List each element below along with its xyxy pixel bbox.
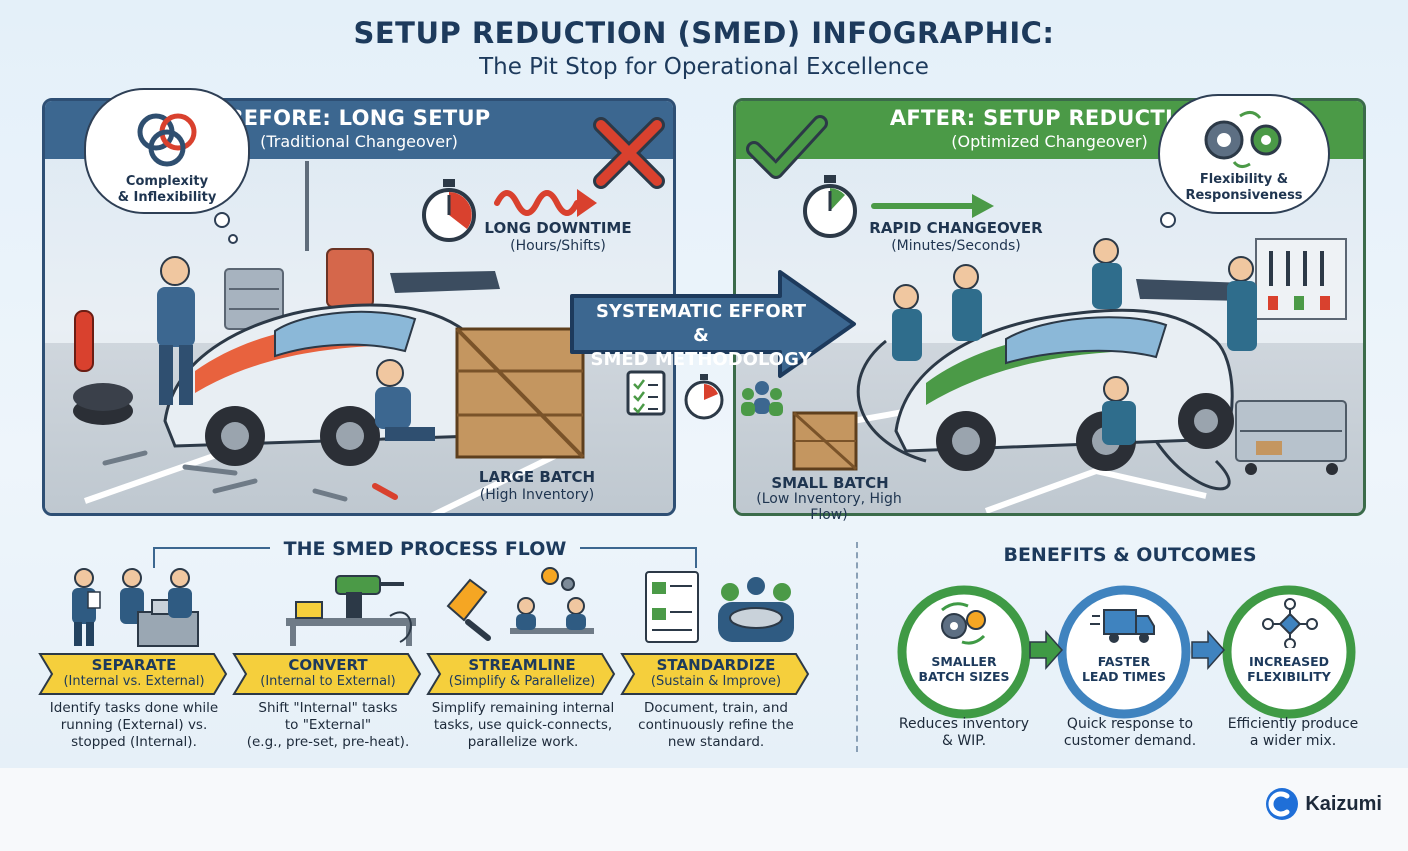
standardize-step-illustration (645, 571, 794, 643)
after-scene-illustration (792, 238, 1347, 513)
step-banner-standardize (620, 652, 810, 696)
step-sub-separate: (Internal vs. External) (63, 674, 205, 689)
long-downtime-sub: (Hours/Shifts) (510, 238, 606, 254)
before-scene-illustration (73, 161, 585, 513)
step-sub-convert: (Internal to External) (260, 674, 396, 689)
long-downtime-arrow-icon (494, 189, 597, 217)
network-flexibility-icon (1262, 598, 1318, 648)
step-name-convert: CONVERT (288, 656, 368, 674)
step-sub-standardize: (Sustain & Improve) (650, 674, 782, 689)
benefit-desc-lead-times: Quick response to customer demand. (1063, 716, 1197, 749)
process-title: THE SMED PROCESS FLOW (283, 538, 567, 560)
step-name-streamline: STREAMLINE (468, 656, 576, 674)
step-desc-standardize: Document, train, and continuously refine… (638, 700, 794, 750)
after-thought-dot (1160, 212, 1176, 228)
transition-label: SYSTEMATIC EFFORT & SMED METHODOLOGY (586, 300, 816, 372)
stopwatch-short-icon (803, 175, 857, 238)
step-desc-convert: Shift "Internal" tasks to "External" (e.… (246, 700, 410, 750)
small-batch-sub: (Low Inventory, High Flow) (756, 491, 902, 523)
step-desc-streamline: Simplify remaining internal tasks, use q… (431, 700, 615, 750)
benefit-rings (897, 585, 1356, 719)
large-batch-sub: (High Inventory) (479, 487, 595, 503)
after-panel-subtitle: (Optimized Changeover) (951, 132, 1148, 151)
benefit-name-lead-times: FASTER LEAD TIMES (1081, 654, 1167, 684)
before-thought-dot-small (228, 234, 238, 244)
page-subtitle: The Pit Stop for Operational Excellence (479, 54, 929, 80)
green-check-icon (746, 115, 828, 179)
benefit-desc-batch: Reduces inventory & WIP. (898, 716, 1030, 749)
tangle-knot-icon (137, 113, 197, 167)
step-desc-separate: Identify tasks done while running (Exter… (49, 700, 219, 750)
step-sub-streamline: (Simplify & Parallelize) (448, 674, 596, 689)
gears-cycle-icon (1204, 111, 1282, 169)
small-batch-label: SMALL BATCH (771, 474, 889, 492)
checklist-icon (626, 370, 666, 416)
timer-icon (684, 374, 724, 420)
before-panel-title: BEFORE: LONG SETUP (227, 106, 491, 130)
step-banner-convert (232, 652, 422, 696)
transition-line-2: SMED METHODOLOGY (590, 349, 812, 370)
before-thought-dot (214, 212, 230, 228)
large-batch-label: LARGE BATCH (478, 468, 596, 486)
complexity-cloud: Complexity & Inflexibility (84, 88, 250, 214)
gears-recycle-icon (941, 602, 986, 645)
benefit-name-batch: SMALLER BATCH SIZES (918, 654, 1010, 684)
team-icon (741, 381, 783, 416)
red-x-icon (593, 117, 665, 189)
step-banner-streamline (426, 652, 616, 696)
convert-step-illustration (286, 575, 416, 646)
rapid-changeover-label: RAPID CHANGEOVER (869, 219, 1043, 237)
step-name-separate: SEPARATE (91, 656, 177, 674)
transition-line-1: SYSTEMATIC EFFORT & (596, 301, 806, 346)
stopwatch-long-icon (422, 179, 476, 242)
rapid-changeover-arrow-icon (871, 194, 994, 218)
benefit-desc-flexibility: Efficiently produce a wider mix. (1227, 716, 1359, 749)
benefits-title: BENEFITS & OUTCOMES (1003, 544, 1257, 566)
brand-name: Kaizumi (1305, 792, 1382, 815)
step-banner-separate (38, 652, 228, 696)
section-divider (856, 542, 858, 752)
rapid-changeover-sub: (Minutes/Seconds) (891, 238, 1021, 254)
step-name-standardize: STANDARDIZE (656, 656, 776, 674)
process-bracket (153, 547, 697, 568)
after-panel: AFTER: SETUP REDUCTION (Optimized Change… (733, 98, 1366, 516)
page-title: SETUP REDUCTION (SMED) INFOGRAPHIC: (353, 16, 1055, 50)
before-panel-subtitle: (Traditional Changeover) (260, 132, 458, 151)
kaizumi-logo-icon (1266, 788, 1299, 820)
separate-step-illustration (72, 568, 199, 647)
benefit-name-flexibility: INCREASED FLEXIBILITY (1247, 654, 1331, 684)
brand-logo: Kaizumi (1265, 787, 1382, 821)
transition-arrow (570, 270, 856, 378)
before-panel-header: BEFORE: LONG SETUP (Traditional Changeov… (45, 101, 673, 159)
streamline-step-illustration (446, 567, 594, 641)
long-downtime-label: LONG DOWNTIME (484, 219, 632, 237)
delivery-truck-icon (1090, 609, 1155, 643)
after-panel-title: AFTER: SETUP REDUCTION (889, 106, 1210, 130)
